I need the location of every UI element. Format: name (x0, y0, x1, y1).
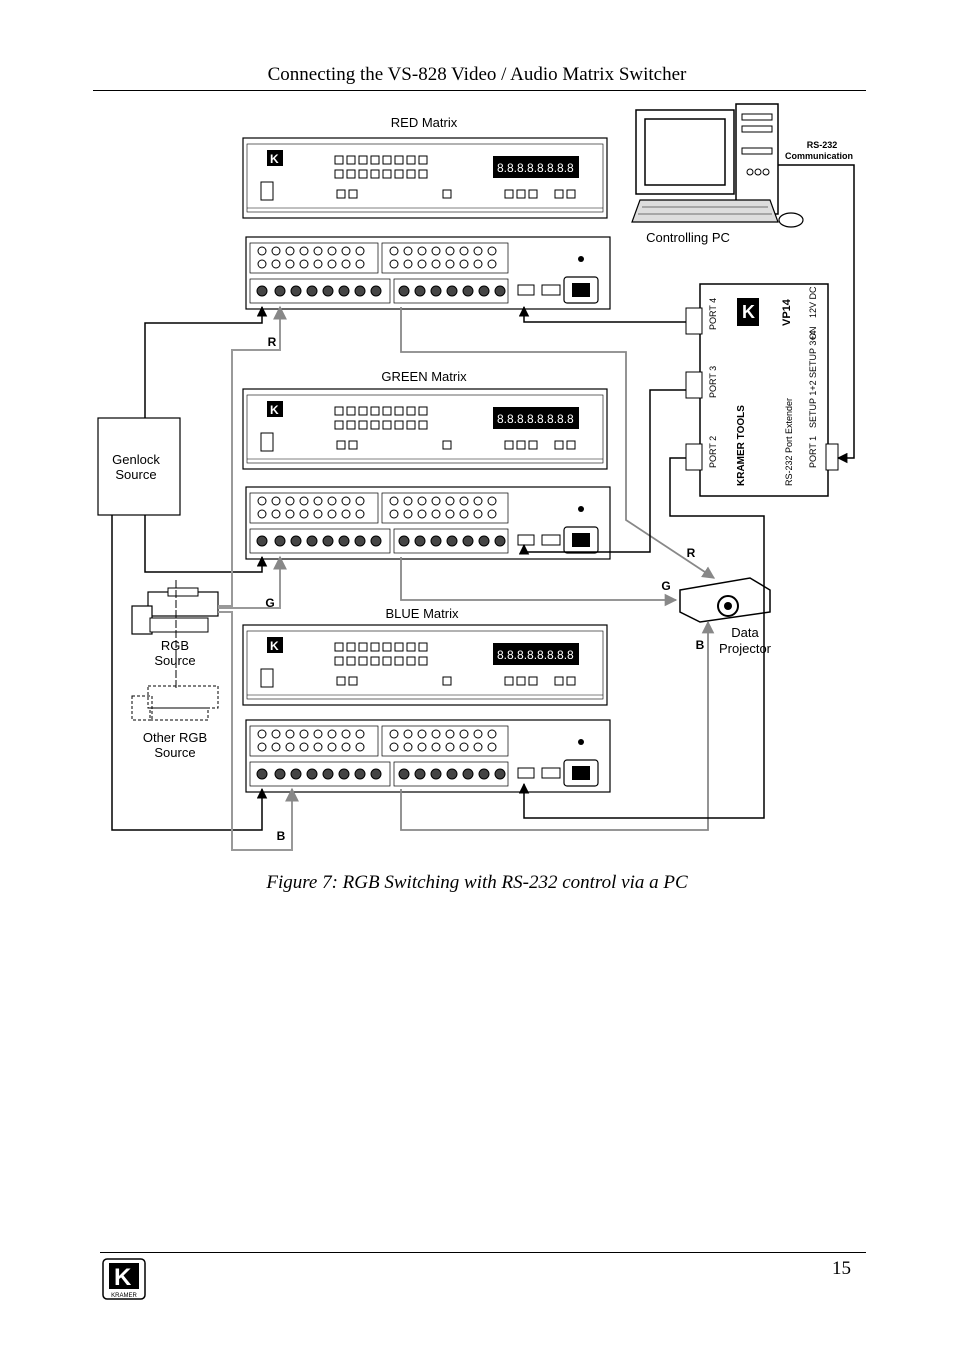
rgb-camera-icon (131, 580, 219, 690)
signal-r-label: R (268, 335, 277, 349)
vp14-port4: PORT 4 (708, 298, 718, 330)
projector-label: Data (731, 625, 759, 640)
vp14-model: VP14 (781, 298, 793, 326)
svg-text:K: K (742, 302, 755, 322)
rs232-label-2: Communication (785, 151, 853, 161)
kramer-logo-icon: K KRAMER (102, 1258, 146, 1300)
rgb-source-label-2: Source (154, 653, 195, 668)
page-header: Connecting the VS-828 Video / Audio Matr… (267, 64, 687, 85)
red-rear-panel (245, 236, 611, 310)
projector-label-2: Projector (719, 641, 772, 656)
output-cables (400, 307, 716, 831)
vp14-port2: PORT 2 (708, 436, 718, 468)
other-rgb-camera-icon (131, 685, 219, 721)
red-front-panel (242, 137, 608, 219)
vp14-extender: K PORT 4 PORT 3 PORT 2 PORT 1 VP14 12V D… (685, 283, 839, 497)
vp14-power: 12V DC (808, 286, 818, 318)
genlock-cables (111, 305, 268, 831)
blue-front-panel (242, 624, 608, 706)
projector-icon (679, 577, 771, 623)
blue-matrix-label: BLUE Matrix (386, 606, 459, 621)
green-front-panel (242, 388, 608, 470)
connection-diagram: K 8.8.8.8.8.8.8.8 (97, 103, 855, 851)
genlock-label: Genlock (112, 452, 160, 467)
pc-label: Controlling PC (646, 230, 730, 245)
page-number: 15 (832, 1258, 851, 1279)
vp14-port3: PORT 3 (708, 366, 718, 398)
vp14-setup12: SETUP 1+2 (808, 380, 818, 428)
footer-rule (100, 1252, 866, 1253)
vp14-on: ON (808, 327, 818, 341)
other-rgb-label-2: Source (154, 745, 195, 760)
genlock-box (97, 417, 181, 516)
vp14-setup34: SETUP 3+4 (808, 330, 818, 378)
pc-icon (631, 103, 804, 228)
projector-b-label: B (696, 638, 705, 652)
signal-b-label: B (277, 829, 286, 843)
rgb-source-label: RGB (161, 638, 189, 653)
green-matrix-label: GREEN Matrix (381, 369, 467, 384)
vp14-brand: KRAMER TOOLS (736, 405, 747, 486)
rs232-cables (518, 164, 855, 819)
footer-logo-text: KRAMER (111, 1293, 137, 1299)
header-rule (93, 90, 866, 91)
rs232-label: RS-232 (807, 140, 838, 150)
vp14-port1: PORT 1 (808, 436, 818, 468)
projector-g-label: G (661, 579, 670, 593)
red-matrix-label: RED Matrix (391, 115, 458, 130)
svg-text:K: K (114, 1264, 132, 1291)
blue-rear-panel (245, 719, 611, 793)
genlock-label-2: Source (115, 467, 156, 482)
other-rgb-label: Other RGB (143, 730, 207, 745)
green-rear-panel (245, 486, 611, 560)
rgb-cables (218, 305, 299, 851)
figure-caption: Figure 7: RGB Switching with RS-232 cont… (266, 872, 688, 893)
signal-g-label: G (265, 596, 274, 610)
projector-r-label: R (687, 546, 696, 560)
vp14-desc: RS-232 Port Extender (784, 398, 794, 486)
kramer-logo: K KRAMER (102, 1258, 146, 1305)
